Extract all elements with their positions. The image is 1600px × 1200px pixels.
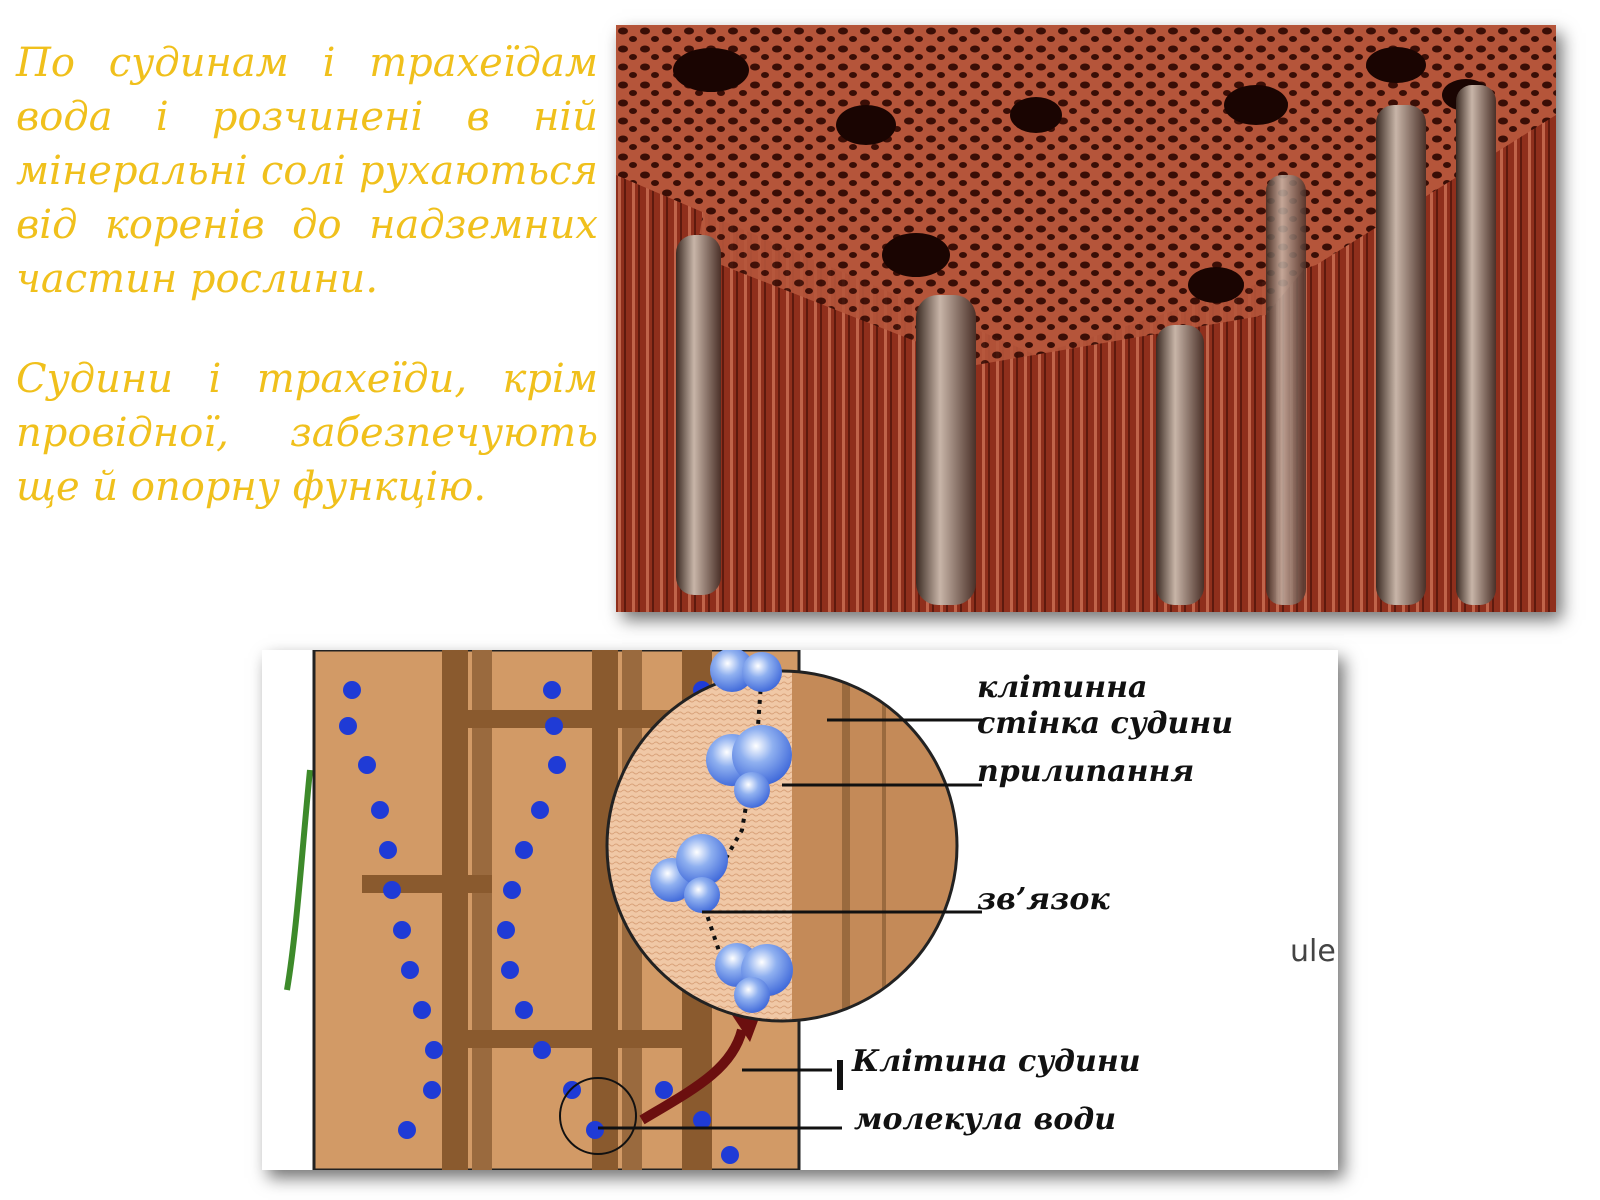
cross-wall-1: [362, 875, 492, 893]
xylem-micrograph-image: [616, 25, 1556, 612]
magnified-circle-border: [605, 669, 959, 1023]
label-water-molecule: молекула води: [854, 1102, 1117, 1137]
label-cell-wall-line2: стінка судини: [977, 706, 1234, 741]
cross-wall-3: [468, 1030, 592, 1048]
cross-wall-4: [618, 1030, 682, 1048]
highlight-circle: [559, 1077, 637, 1155]
vessel-diagram-graphic: [284, 650, 982, 1170]
leaf-stem-fragment: [284, 769, 313, 991]
label-cell-wall-line1: клітинна: [977, 670, 1148, 705]
paragraph-xylem-transport: По судинам і трахеїдам вода і розчинені …: [16, 40, 598, 302]
cross-wall-2: [468, 710, 592, 728]
label-vessel-cell: Клітина судини: [852, 1044, 1141, 1079]
water-molecule-blobs: [650, 650, 793, 1013]
xylem-micrograph: [616, 25, 1556, 612]
zoom-arrow: [639, 1028, 747, 1125]
text-fragment-ule: ule: [1290, 934, 1336, 969]
vessel-wall-1: [442, 650, 468, 1170]
paragraph-support-function: Судини і трахеїди, крім провідної, забез…: [16, 356, 598, 510]
leader-lines: [598, 718, 982, 1130]
label-adhesion: прилипання: [977, 754, 1195, 789]
label-bracket: [837, 1060, 843, 1090]
label-bond: зв’язок: [977, 882, 1110, 917]
water-transport-diagram: клітинна стінка судини прилипання зв’язо…: [262, 650, 1338, 1170]
vessel-wall-3: [592, 650, 618, 1170]
